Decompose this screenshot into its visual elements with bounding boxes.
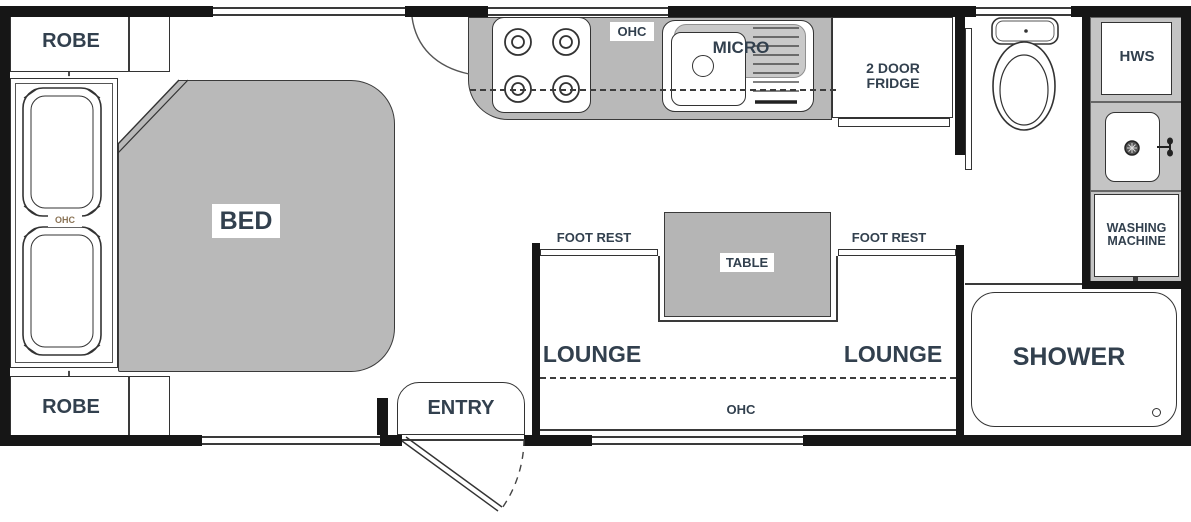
robe-bottom-label: ROBE: [34, 394, 108, 420]
foot-rest-right-label: FOOT REST: [851, 230, 927, 246]
kitchen-dashed-line: [470, 89, 836, 91]
wall-top-4: [1071, 6, 1191, 17]
wall-top-1: [0, 6, 213, 17]
wall-bottom-3: [524, 435, 592, 446]
lounge-seat-front-line: [540, 429, 956, 431]
table-label: TABLE: [720, 253, 774, 272]
table: [664, 212, 831, 317]
wall-top-2: [405, 6, 488, 17]
basin-drain-icon: [1124, 140, 1140, 156]
wall-right: [1181, 6, 1191, 446]
micro-label: MICRO: [712, 38, 770, 58]
entry-threshold-line: [402, 439, 524, 441]
shower-drain-icon: [1152, 408, 1161, 417]
wall-fridge-bathroom: [955, 6, 965, 155]
robe-top-label: ROBE: [34, 28, 108, 54]
pillow-icon: [22, 226, 102, 356]
drainer-ridges-icon: [753, 27, 799, 104]
window-top-toilet: [976, 7, 1071, 16]
entry-door-swing-icon: [401, 436, 525, 512]
robe-top-partition: [128, 12, 130, 72]
wall-lounge-left: [532, 243, 540, 435]
pillow-icon: [22, 87, 102, 217]
window-top-kitchen: [488, 7, 668, 16]
foot-rest-left: [540, 249, 658, 256]
lounge-dashed-line: [540, 377, 956, 379]
ohc-kitchen-label: OHC: [610, 22, 654, 41]
lounge-right-label: LOUNGE: [843, 341, 943, 368]
fridge-step: [838, 118, 950, 127]
foot-rest-left-label: FOOT REST: [556, 230, 632, 246]
shower-tray: [971, 292, 1177, 427]
bed-fold-icon: [117, 79, 189, 154]
wall-top-3: [668, 6, 976, 17]
hws-label: HWS: [1119, 48, 1155, 66]
hws-unit: [1101, 22, 1172, 95]
entry-step: [397, 382, 525, 435]
wall-left: [0, 6, 10, 446]
lounge-left-label: LOUNGE: [542, 341, 642, 368]
table-niche-right: [836, 256, 838, 322]
table-niche-left: [658, 256, 660, 322]
entry-label: ENTRY: [427, 396, 495, 419]
entry-hinge-post: [377, 398, 388, 435]
fridge-label: 2 DOOR FRIDGE: [866, 60, 920, 91]
cooktop-burners-icon: [504, 28, 580, 103]
toilet-icon: [991, 17, 1059, 131]
bunk-cabinet-inner-line: [15, 83, 113, 363]
wall-bottom-4: [803, 435, 1191, 446]
window-top-bed: [213, 7, 405, 16]
sink-drain-icon: [692, 55, 714, 77]
faucet-icon: [1157, 137, 1173, 157]
shower-label: SHOWER: [1012, 342, 1126, 371]
wall-shower-top: [1082, 281, 1191, 289]
fridge: [832, 17, 953, 118]
wall-bathroom-column: [1082, 6, 1090, 289]
window-bottom-bed: [202, 436, 380, 445]
table-niche-bottom: [658, 320, 838, 322]
foot-rest-right: [838, 249, 956, 256]
bed-label: BED: [212, 204, 280, 238]
robe-bottom-partition: [128, 376, 130, 436]
wall-bottom-1: [0, 435, 202, 446]
counter-end-curve: [411, 16, 470, 75]
shower-partition-line: [965, 283, 1082, 285]
washing-machine-label: WASHING MACHINE: [1106, 220, 1167, 248]
washing-machine: [1094, 194, 1179, 277]
ohc-bunk-label: OHC: [48, 214, 82, 227]
bathroom-door-leaf: [965, 28, 972, 170]
ohc-lounge-label: OHC: [726, 402, 756, 418]
wall-lounge-right: [956, 245, 964, 435]
window-bottom-lounge: [592, 436, 803, 445]
wall-bottom-2: [380, 435, 402, 446]
